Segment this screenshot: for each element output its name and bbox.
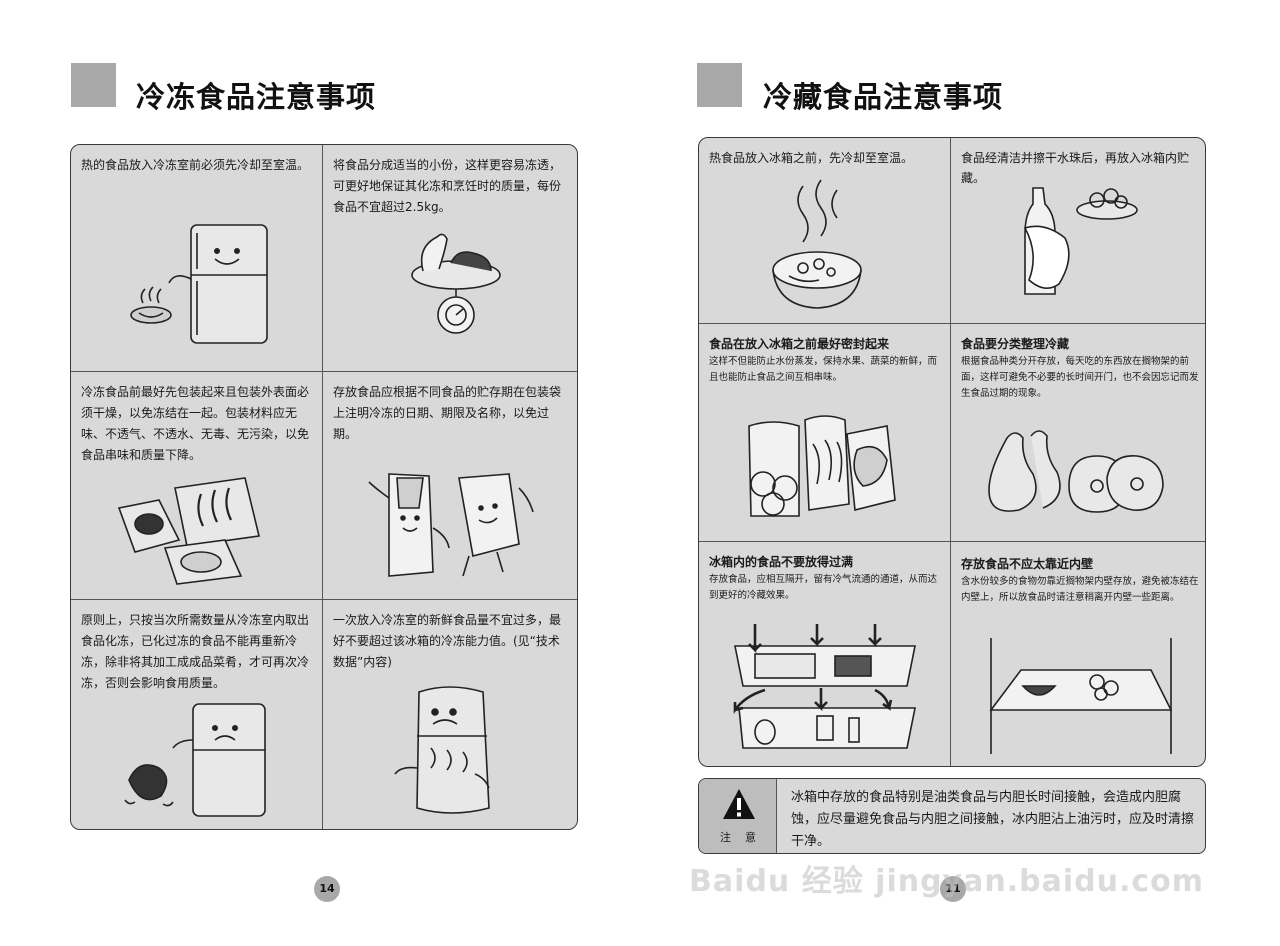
tip-text: 一次放入冷冻室的新鲜食品量不宜过多，最好不要超过该冰箱的冷冻能力值。(见“技术数… <box>333 613 562 669</box>
steaming-bowl-icon <box>767 178 867 318</box>
tip-heading: 食品在放入冰箱之前最好密封起来 <box>709 337 890 351</box>
sealed-food-bags-icon <box>729 410 899 522</box>
tip-cell-2: 食品经清洁并擦干水珠后，再放入冰箱内贮藏。 <box>951 138 1205 324</box>
tip-heading: 热食品放入冰箱之前，先冷却至室温。 <box>709 151 914 165</box>
tip-detail: 根据食品种类分开存放，每天吃的东西放在搁物架的前面，这样可避免不必要的长时间开门… <box>961 356 1199 399</box>
freezing-tips-grid: 热的食品放入冷冻室前必须先冷却至室温。 将食品分成适当的小份，这样更容易冻透，可… <box>70 144 578 830</box>
page-title-left: 冷冻食品注意事项 <box>136 80 377 114</box>
fridge-with-hot-bowl-icon <box>129 219 279 349</box>
page-title-right: 冷藏食品注意事项 <box>763 80 1004 114</box>
title-marker <box>71 63 116 107</box>
tip-cell-4: 存放食品应根据不同食品的贮存期在包装袋上注明冷冻的日期、期限及名称，以免过期。 <box>323 372 577 600</box>
tip-heading: 食品要分类整理冷藏 <box>961 337 1070 351</box>
right-page: 冷藏食品注意事项 热食品放入冰箱之前，先冷却至室温。 食品经清洁并擦干水珠后，再… <box>640 0 1280 946</box>
tip-text: 将食品分成适当的小份，这样更容易冻透，可更好地保证其化冻和烹饪时的质量，每份食品… <box>333 158 562 214</box>
page-number-right: 11 <box>940 876 966 902</box>
labeled-food-packages-icon <box>359 468 539 582</box>
tip-cell-3: 冷冻食品前最好先包装起来且包装外表面必须干燥，以免冻结在一起。包装材料应无味、不… <box>71 372 323 600</box>
tip-cell-3: 食品在放入冰箱之前最好密封起来 这样不但能防止水份蒸发，保持水果、蔬菜的新鲜，而… <box>699 324 951 542</box>
left-page: 冷冻食品注意事项 热的食品放入冷冻室前必须先冷却至室温。 将食品 <box>70 63 578 902</box>
warning-icon-panel: 注意 <box>699 779 777 853</box>
refrigeration-tips-grid: 热食品放入冰箱之前，先冷却至室温。 食品经清洁并擦干水珠后，再放入冰箱内贮藏。 <box>698 137 1206 767</box>
tip-heading: 食品经清洁并擦干水珠后，再放入冰箱内贮藏。 <box>961 151 1190 185</box>
tip-cell-5: 原则上，只按当次所需数量从冷冻室内取出食品化冻，已化过冻的食品不能再重新冷冻，除… <box>71 600 323 829</box>
tip-text: 冷冻食品前最好先包装起来且包装外表面必须干燥，以免冻结在一起。包装材料应无味、不… <box>81 385 310 462</box>
warning-text: 冰箱中存放的食品特别是油类食品与内胆长时间接触，会造成内胆腐蚀，应尽量避免食品与… <box>791 790 1195 849</box>
wrapped-food-bags-icon <box>115 468 265 588</box>
tip-heading: 存放食品不应太靠近内壁 <box>961 557 1094 571</box>
warning-label: 注意 <box>720 831 770 844</box>
fridge-with-thawed-meat-icon <box>123 700 273 820</box>
page-number-left: 14 <box>314 876 340 902</box>
overstuffed-fridge-icon <box>391 684 511 818</box>
title-marker <box>697 63 742 107</box>
sorted-meat-icon <box>987 428 1173 520</box>
tip-detail: 这样不但能防止水份蒸发，保持水果、蔬菜的新鲜，而且也能防止食品之间互相串味。 <box>709 356 938 383</box>
tip-cell-4: 食品要分类整理冷藏 根据食品种类分开存放，每天吃的东西放在搁物架的前面，这样可避… <box>951 324 1205 542</box>
warning-box: 注意 冰箱中存放的食品特别是油类食品与内胆长时间接触，会造成内胆腐蚀，应尽量避免… <box>698 778 1206 854</box>
tip-cell-5: 冰箱内的食品不要放得过满 存放食品，应相互隔开，留有冷气流通的通道，从而达到更好… <box>699 542 951 766</box>
tip-cell-6: 存放食品不应太靠近内壁 含水份较多的食物勿靠近搁物架内壁存放，避免被冻结在内壁上… <box>951 542 1205 766</box>
tip-text: 原则上，只按当次所需数量从冷冻室内取出食品化冻，已化过冻的食品不能再重新冷冻，除… <box>81 613 310 690</box>
warning-triangle-icon <box>721 787 757 821</box>
tip-cell-1: 热食品放入冰箱之前，先冷却至室温。 <box>699 138 951 324</box>
air-circulation-shelves-icon <box>725 616 925 752</box>
tip-cell-1: 热的食品放入冷冻室前必须先冷却至室温。 <box>71 145 323 372</box>
tip-heading: 冰箱内的食品不要放得过满 <box>709 555 854 569</box>
food-away-from-wall-icon <box>981 636 1181 756</box>
food-on-scale-icon <box>401 223 511 343</box>
tip-text: 存放食品应根据不同食品的贮存期在包装袋上注明冷冻的日期、期限及名称，以免过期。 <box>333 385 562 441</box>
tip-detail: 含水份较多的食物勿靠近搁物架内壁存放，避免被冻结在内壁上，所以放食品时请注意稍离… <box>961 576 1199 603</box>
tip-detail: 存放食品，应相互隔开，留有冷气流通的通道，从而达到更好的冷藏效果。 <box>709 574 938 601</box>
tip-cell-6: 一次放入冷冻室的新鲜食品量不宜过多，最好不要超过该冰箱的冷冻能力值。(见“技术数… <box>323 600 577 829</box>
watermark: Baidu 经验 jingyan.baidu.com <box>689 864 1204 899</box>
tip-text: 热的食品放入冷冻室前必须先冷却至室温。 <box>81 158 310 172</box>
drying-bottle-with-cloth-icon <box>1015 184 1145 308</box>
tip-cell-2: 将食品分成适当的小份，这样更容易冻透，可更好地保证其化冻和烹饪时的质量，每份食品… <box>323 145 577 372</box>
